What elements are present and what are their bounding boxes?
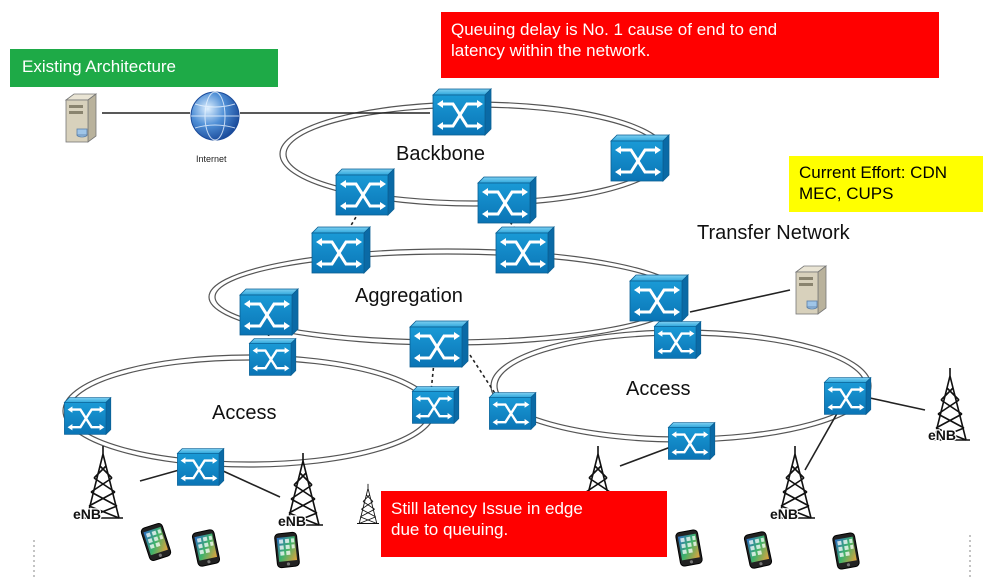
- internet-label: Internet: [196, 154, 227, 164]
- server-icon: [65, 93, 97, 143]
- dotted-link-5: [469, 354, 499, 399]
- switch-icon: [411, 385, 460, 425]
- access-left-label: Access: [212, 402, 277, 424]
- smartphone-icon: [273, 531, 301, 569]
- switch-icon: [63, 396, 113, 436]
- enb-label: eNB: [278, 513, 306, 529]
- existing-architecture-callout: Existing Architecture: [10, 49, 278, 87]
- transfer-network-label: Transfer Network: [697, 222, 850, 244]
- switch-icon: [310, 225, 372, 275]
- switch-icon: [334, 167, 396, 217]
- callout-text-line-1: Still latency Issue in edge: [391, 499, 583, 518]
- callout-text: Existing Architecture: [22, 57, 177, 76]
- link-access-tower-right2: [804, 409, 840, 471]
- link-aggregation-server: [689, 289, 791, 313]
- callout-text-line-2: MEC, CUPS: [799, 184, 894, 203]
- switch-icon: [488, 391, 537, 431]
- switch-icon: [609, 133, 671, 183]
- enb-label: eNB: [770, 506, 798, 522]
- callout-text-line-1: Current Effort: CDN: [799, 163, 948, 182]
- cell-tower-icon: [356, 483, 380, 524]
- enb-label: eNB: [928, 427, 956, 443]
- smartphone-icon: [743, 530, 773, 570]
- callout-text-line-2: due to queuing.: [391, 520, 509, 539]
- enb-label: eNB: [73, 506, 101, 522]
- switch-icon: [176, 447, 226, 487]
- switch-icon: [238, 287, 300, 337]
- links: [102, 112, 926, 498]
- aggregation-label: Aggregation: [355, 285, 463, 307]
- server-icon: [795, 265, 827, 315]
- current-effort-callout: Current Effort: CDN MEC, CUPS: [789, 156, 983, 212]
- edge-latency-callout: Still latency Issue in edge due to queui…: [381, 491, 667, 557]
- backbone-label: Backbone: [396, 143, 485, 165]
- callout-text-line-2: latency within the network.: [451, 41, 651, 60]
- switch-icon: [248, 337, 297, 377]
- switch-icon: [628, 273, 690, 323]
- switch-icon: [431, 87, 493, 137]
- globe-icon: [190, 91, 240, 141]
- smartphone-icon: [139, 521, 173, 563]
- switch-icon: [653, 320, 702, 360]
- queuing-delay-callout: Queuing delay is No. 1 cause of end to e…: [441, 12, 939, 78]
- access-right-label: Access: [626, 378, 691, 400]
- link-access-tower-right: [869, 397, 926, 411]
- smartphone-icon: [831, 531, 861, 571]
- switch-icon: [408, 319, 470, 369]
- smartphone-icon: [674, 528, 704, 568]
- smartphone-icon: [191, 528, 221, 568]
- switch-icon: [823, 376, 872, 416]
- switch-icon: [494, 225, 556, 275]
- callout-text-line-1: Queuing delay is No. 1 cause of end to e…: [451, 20, 778, 39]
- switch-icon: [667, 421, 716, 461]
- switch-icon: [476, 175, 538, 225]
